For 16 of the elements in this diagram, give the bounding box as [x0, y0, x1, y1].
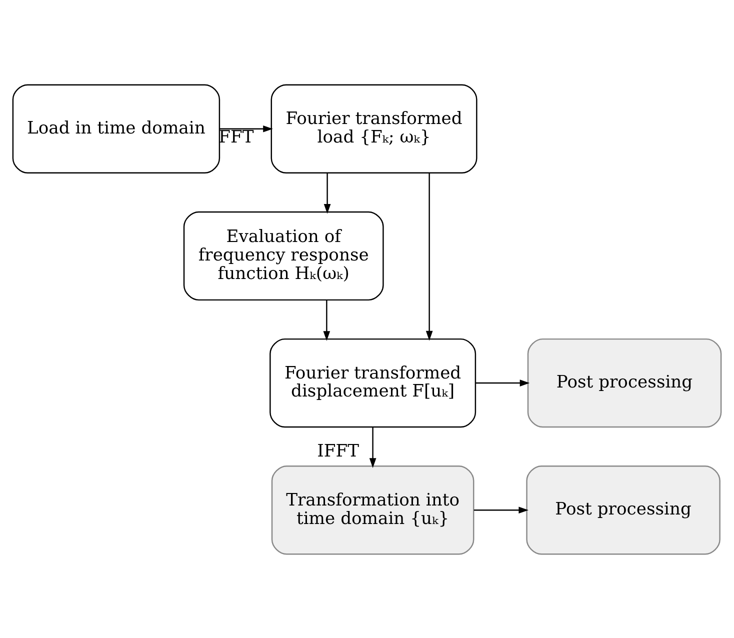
node-box: Evaluation of frequency response function Hₖ(ωₖ) [183, 210, 384, 300]
arrow [474, 506, 528, 514]
node-box: Fourier transformed displacement F[uₖ] [270, 338, 476, 428]
arrow [220, 124, 273, 132]
node-box: Load in time domain [12, 84, 220, 173]
arrow [426, 172, 433, 340]
arrow [323, 300, 330, 340]
node-box: Transformation into time domain {uₖ} [271, 465, 474, 554]
arrow [369, 426, 376, 468]
node-box: Post processing [526, 465, 720, 554]
node-box: Post processing [527, 338, 722, 428]
node-box: Fourier transformed load {Fₖ; ωₖ} [270, 84, 478, 173]
arrow [324, 172, 331, 214]
arrow [476, 379, 530, 386]
edge-label: IFFT [317, 441, 359, 462]
edge-label: FFT [218, 127, 254, 148]
